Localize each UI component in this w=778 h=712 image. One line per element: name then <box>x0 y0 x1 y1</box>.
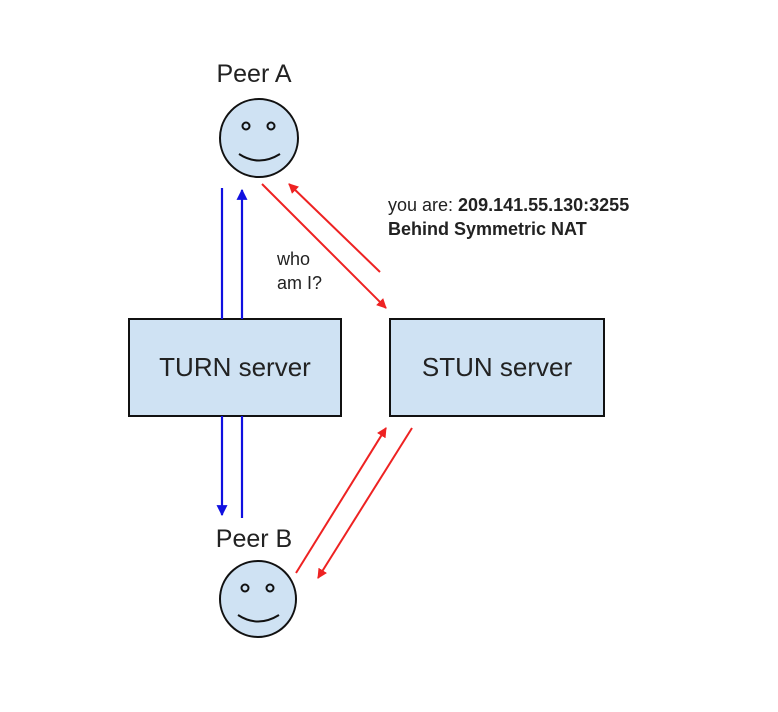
turn-server-box: TURN server <box>128 318 342 417</box>
peer-b-smiley-icon <box>219 560 297 638</box>
stun-response-arrow-peer-a <box>288 183 381 273</box>
stun-response-arrow-peer-b <box>317 427 413 579</box>
you-are-note: you are: 209.141.55.130:3255 <box>388 195 629 215</box>
who-am-i-note-line2: am I? <box>277 273 322 293</box>
stun-request-arrow-peer-b <box>295 427 387 574</box>
peer-b-label: Peer B <box>216 525 292 553</box>
you-are-prefix: you are: <box>388 195 458 215</box>
peer-a-smiley-icon <box>219 98 299 178</box>
who-am-i-note-line1: who <box>276 249 310 269</box>
behind-nat-note: Behind Symmetric NAT <box>388 219 587 239</box>
turn-server-label: TURN server <box>159 352 311 382</box>
stun-server-label: STUN server <box>422 352 573 382</box>
peer-a-label: Peer A <box>216 60 291 88</box>
stun-request-arrow-peer-a <box>261 183 387 309</box>
public-address: 209.141.55.130:3255 <box>458 195 629 215</box>
stun-server-box: STUN server <box>389 318 605 417</box>
